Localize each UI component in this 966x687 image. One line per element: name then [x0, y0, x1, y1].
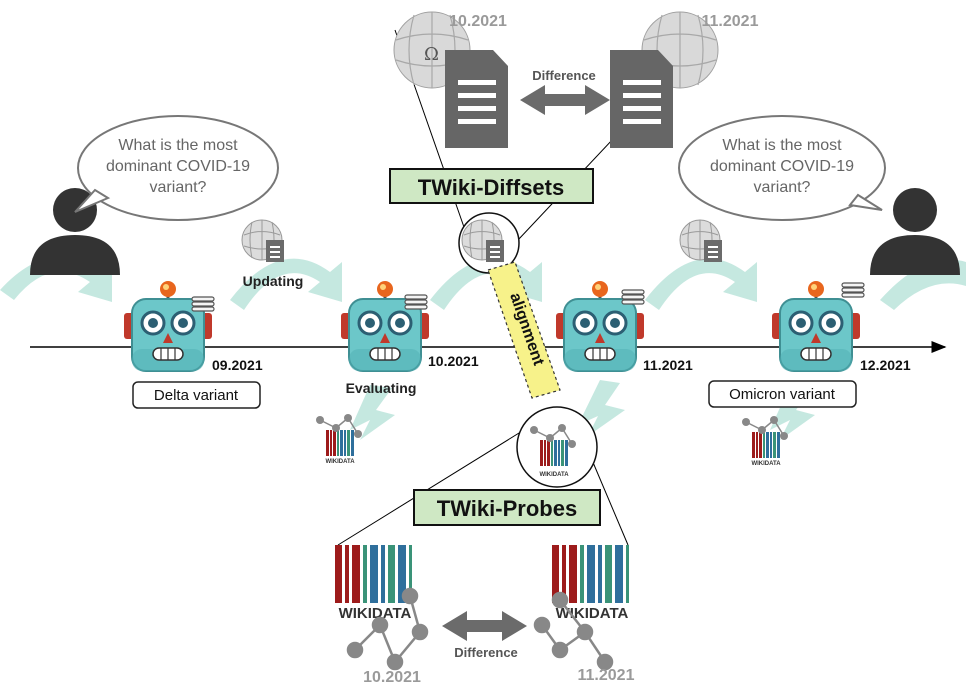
diffsets-date-left: 10.2021: [449, 13, 507, 30]
speech-right-line-3: variant?: [754, 179, 811, 196]
books-icon: [841, 282, 865, 298]
twiki-diffsets-box: TWiki-Diffsets: [389, 168, 594, 204]
books-icon: [404, 294, 428, 310]
svg-text:TWiki-Diffsets: TWiki-Diffsets: [418, 175, 564, 200]
twiki-probes-box: TWiki-Probes: [413, 489, 601, 526]
books-icon: [621, 289, 645, 305]
speech-bubble-right: What is the most dominant COVID-19 varia…: [678, 115, 886, 221]
speech-right-line-1: What is the most: [722, 137, 842, 154]
knowledge-graph-left: [346, 587, 429, 671]
robot-icon: [122, 279, 214, 373]
date-label: 11.2021: [643, 357, 693, 373]
probes-date-right: 11.2021: [578, 667, 635, 684]
wikidata-wordmark: WIKIDATA: [339, 605, 412, 622]
wikidata-logo-left: WIKIDATA: [335, 545, 412, 622]
wikidata-wordmark: WIKIDATA: [539, 472, 569, 478]
speech-right-line-2: dominant COVID-19: [710, 158, 854, 175]
wikidata-wordmark: WIKIDATA: [325, 459, 355, 465]
speech-left-line-1: What is the most: [118, 137, 238, 154]
diffsets-top: Ω 10.2021 11.2021 Difference: [393, 11, 759, 148]
svg-text:Ω: Ω: [424, 44, 439, 65]
document-icon: [445, 50, 508, 148]
svg-text:Delta variant: Delta variant: [154, 387, 239, 404]
svg-text:TWiki-Probes: TWiki-Probes: [437, 496, 577, 521]
user-right-icon: [870, 188, 960, 275]
wikipedia-doc-icon: [241, 219, 285, 263]
books-icon: [191, 296, 215, 312]
answer-delta: Delta variant: [132, 381, 261, 409]
diffsets-difference-label: Difference: [532, 68, 596, 83]
probes-bottom: WIKIDATA WIKIDATA: [335, 545, 635, 686]
diffsets-date-right: 11.2021: [702, 13, 759, 30]
svg-text:Omicron variant: Omicron variant: [729, 386, 836, 403]
probes-difference-label: Difference: [454, 645, 518, 660]
double-arrow-icon: [520, 85, 610, 115]
knowledge-graph-right: [533, 591, 614, 671]
wikipedia-doc-icon: [679, 219, 723, 263]
answer-omicron: Omicron variant: [708, 380, 857, 408]
speech-left-line-2: dominant COVID-19: [106, 158, 250, 175]
wikidata-logo-right: WIKIDATA: [552, 545, 629, 622]
speech-bubble-left: What is the most dominant COVID-19 varia…: [74, 115, 279, 221]
magnifier-wikidata: WIKIDATA: [516, 406, 598, 488]
date-label: 09.2021: [212, 357, 263, 373]
date-label: 10.2021: [428, 353, 479, 369]
speech-left-line-3: variant?: [150, 179, 207, 196]
updating-label: Updating: [243, 273, 304, 289]
document-icon: [610, 50, 673, 148]
probes-date-left: 10.2021: [363, 669, 421, 686]
date-label: 12.2021: [860, 357, 911, 373]
double-arrow-icon: [442, 611, 527, 641]
wikidata-wordmark: WIKIDATA: [751, 461, 781, 467]
evaluating-label: Evaluating: [346, 380, 417, 396]
alignment-band: alignment: [487, 261, 561, 399]
